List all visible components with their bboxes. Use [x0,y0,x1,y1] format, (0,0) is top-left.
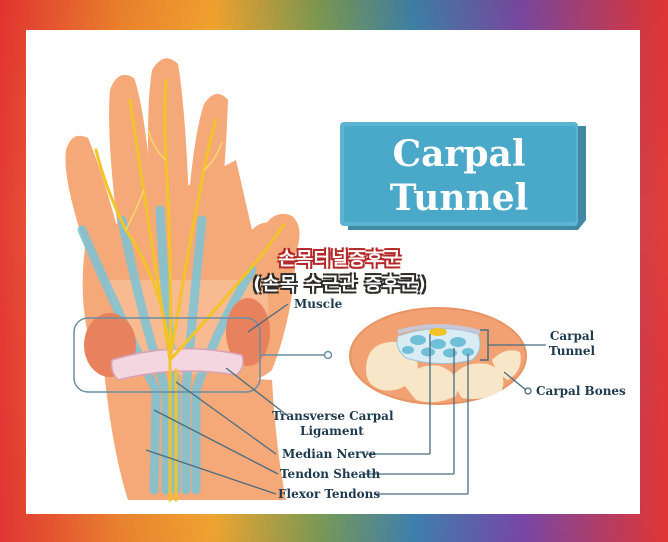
label-flexor-tendons: Flexor Tendons [278,487,380,501]
label-carpal-bones: Carpal Bones [536,384,626,398]
carpal-tunnel-diagram: Carpal Tunnel [65,58,626,502]
label-tendon-sheath: Tendon Sheath [280,467,381,481]
label-transverse-line1: Transverse Carpal [272,409,394,423]
korean-title-line1: 손목터널증후군 [278,249,402,270]
label-transverse-line2: Ligament [300,424,364,438]
korean-title-line2: (손목 수근관 증후군) [253,274,427,295]
label-muscle: Muscle [294,297,343,311]
title-line2: Tunnel [390,177,529,219]
carpal-bones-dot [524,387,532,395]
callout-lines [145,303,546,495]
carpal-bone [450,363,504,399]
carpal-bone [492,350,521,380]
illustration-panel: Carpal Tunnel [26,30,640,514]
wrist-cross-section [349,307,527,405]
title-card: Carpal Tunnel [340,122,586,230]
title-line1: Carpal [392,133,525,175]
connector-dot [323,350,333,360]
label-carpal-tunnel-line1: Carpal [550,329,595,343]
label-median-nerve: Median Nerve [282,447,376,461]
label-carpal-tunnel-line2: Tunnel [549,344,596,358]
hand-illustration [65,58,300,502]
